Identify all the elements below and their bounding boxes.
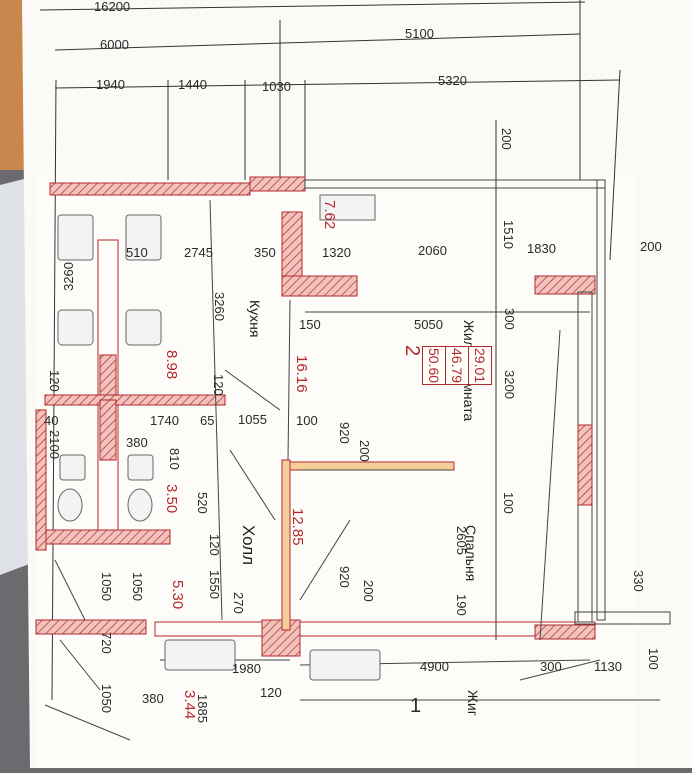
- dim-1550: 1550: [207, 570, 222, 599]
- dim-120-c: 120: [207, 534, 222, 556]
- dim-6000: 6000: [100, 37, 129, 52]
- dim-380: 380: [126, 435, 148, 450]
- rooms-count: 2: [401, 345, 423, 357]
- dim-100-a: 100: [296, 413, 318, 428]
- room-label-bedroom: Спальня: [463, 525, 479, 582]
- dim-1050-b: 1050: [130, 572, 145, 601]
- dim-7-62: 7.62: [321, 200, 338, 230]
- dim-300: 300: [502, 308, 517, 330]
- dim-5100: 5100: [405, 26, 434, 41]
- dim-5050: 5050: [414, 317, 443, 332]
- dim-120-d: 120: [260, 685, 282, 700]
- area-living: 29.01: [472, 348, 488, 384]
- dim-920-b: 920: [337, 566, 352, 588]
- dim-5320: 5320: [438, 73, 467, 88]
- dim-1940: 1940: [96, 77, 125, 92]
- dim-1830: 1830: [527, 241, 556, 256]
- dim-1050-a: 1050: [99, 572, 114, 601]
- dim-1510: 1510: [501, 220, 516, 249]
- area-total: 46.79: [446, 347, 469, 385]
- dim-2745: 2745: [184, 245, 213, 260]
- fixtures: [57, 194, 381, 681]
- dim-200-right: 200: [640, 239, 662, 254]
- dim-100-c: 100: [646, 648, 661, 670]
- dim-1050-c: 1050: [99, 684, 114, 713]
- dim-1055: 1055: [238, 412, 267, 427]
- dim-overall: 16200: [94, 0, 131, 14]
- dim-330: 330: [631, 570, 646, 592]
- dim-150: 150: [299, 317, 321, 332]
- dim-200-b: 200: [357, 440, 372, 462]
- dim-510: 510: [126, 245, 148, 260]
- dim-350: 350: [254, 245, 276, 260]
- dim-1440: 1440: [178, 77, 207, 92]
- dim-720: 720: [99, 632, 114, 654]
- room-label-hall: Холл: [239, 525, 258, 566]
- area-12-85: 12.85: [289, 508, 306, 546]
- dim-2060: 2060: [418, 243, 447, 258]
- room-label-kitchen: Кухня: [247, 300, 263, 338]
- walls: [35, 176, 671, 657]
- area-5-30: 5.30: [169, 580, 186, 610]
- dim-1885: 1885: [195, 694, 210, 723]
- dim-1030: 1030: [262, 79, 291, 94]
- dim-2100: 2100: [47, 430, 62, 459]
- dim-3260-left: 3260: [61, 262, 76, 291]
- dim-380-b: 380: [142, 691, 164, 706]
- dim-40: 40: [44, 413, 59, 428]
- area-8-98: 8.98: [163, 350, 180, 380]
- dim-3260-mid: 3260: [212, 292, 227, 321]
- dim-100-b: 100: [501, 492, 516, 514]
- dim-200-c: 200: [361, 580, 376, 602]
- area-3-44: 3.44: [181, 690, 198, 720]
- dim-120-a: 120: [47, 370, 62, 392]
- dim-120-b: 120: [211, 374, 226, 396]
- dim-1980: 1980: [232, 661, 261, 676]
- area-3-50: 3.50: [163, 484, 180, 514]
- dim-65: 65: [200, 413, 215, 428]
- room-label-zhil: Жиг: [465, 690, 481, 716]
- dim-920-a: 920: [337, 422, 352, 444]
- dim-200-top: 200: [499, 128, 514, 150]
- dim-1320: 1320: [322, 245, 351, 260]
- dim-520: 520: [195, 492, 210, 514]
- dim-1740: 1740: [150, 413, 179, 428]
- area-summary-box: 29.01 46.79 50.60: [422, 346, 492, 386]
- dim-3200: 3200: [502, 370, 517, 399]
- dim-1130: 1130: [594, 659, 622, 674]
- dimension-lines-top: [39, 0, 621, 701]
- dim-270: 270: [231, 592, 246, 614]
- dim-190: 190: [454, 594, 469, 616]
- dim-300-b: 300: [540, 659, 562, 674]
- dim-4900: 4900: [420, 659, 449, 674]
- dim-2605: 2605: [454, 526, 469, 555]
- area-16-16: 16.16: [293, 355, 310, 393]
- area-with-balcony: 50.60: [423, 347, 446, 385]
- page-number: 1: [410, 695, 422, 717]
- dim-810: 810: [167, 448, 182, 470]
